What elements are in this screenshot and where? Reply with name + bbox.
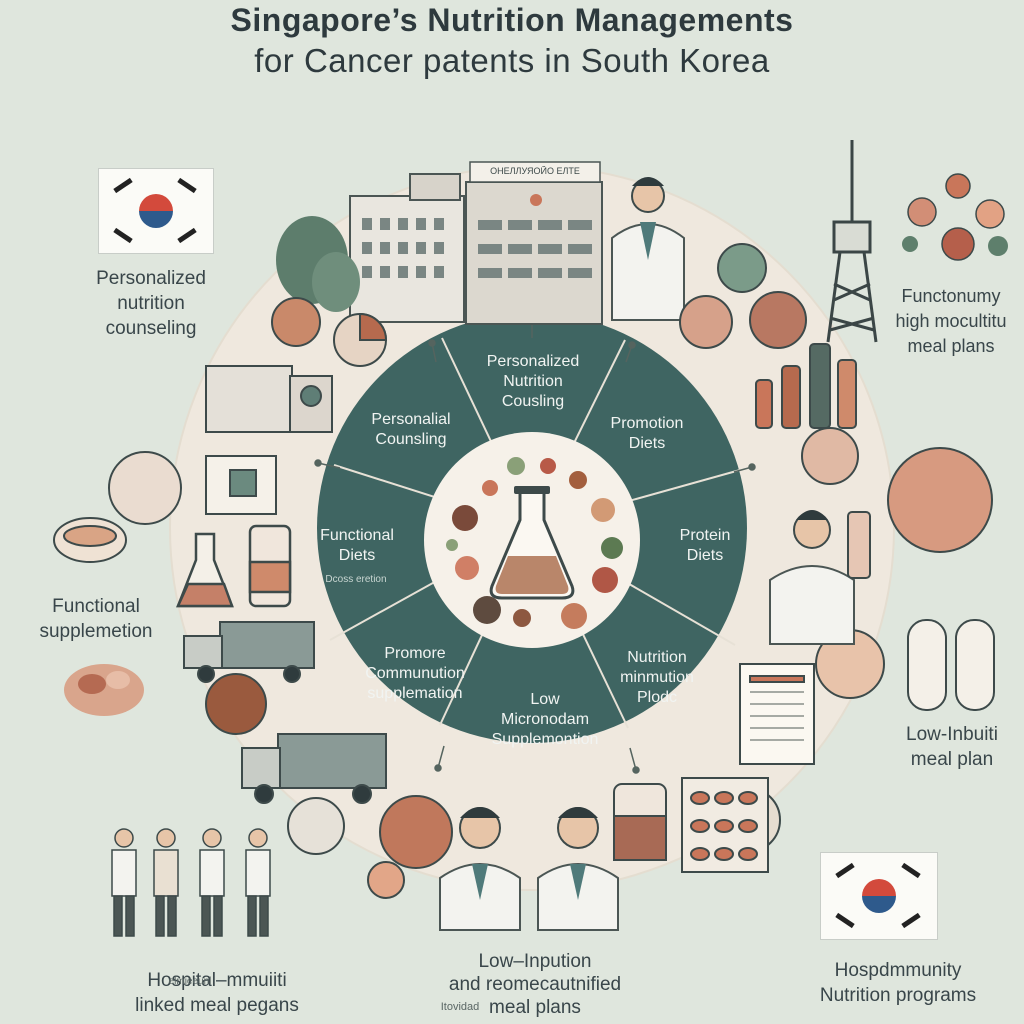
doctor-icon xyxy=(611,177,685,321)
seoul-tower-icon xyxy=(826,140,878,343)
supplement-pack-icon xyxy=(907,619,995,711)
building-sign: ОНЕЛЛУЯОЙО ЕЛТЕ xyxy=(490,166,580,176)
food-ingredients-icon xyxy=(446,457,623,629)
label-low-nutrition-combined-plans: Low–Inpution and reomecautnified meal pl… xyxy=(448,951,622,1018)
segment-protein-diets: Protein Diets xyxy=(679,527,731,564)
soup-bowl-icon xyxy=(108,451,182,525)
label-bottom-center-small: Itovidad xyxy=(440,1001,480,1013)
vitamin-bottle-icon xyxy=(755,343,857,429)
segment-personalial-counseling: Personalial Counsling xyxy=(371,411,451,448)
label-personalized-counseling: Personalized nutrition counseling xyxy=(96,268,206,339)
food-items-icon xyxy=(902,173,1008,261)
label-bottom-left-small: elmieeunl xyxy=(168,976,212,987)
page-title: Singapore’s Nutrition Managements xyxy=(230,2,794,38)
label-community-nutrition-programs: Hospdmmunity Nutrition programs xyxy=(819,960,977,1006)
nutrition-badge-icon xyxy=(679,295,733,349)
segment-promotion-diets: Promotion Diets xyxy=(610,415,684,452)
korea-flag-icon xyxy=(820,852,938,940)
segment-low-micronodam-supplemontion: Low Micronodam Supplemontion xyxy=(491,691,599,748)
mixed-food-icon xyxy=(64,664,144,716)
label-functional-supplementation: Functional supplemetion xyxy=(39,596,153,642)
meal-plan-menu-icon xyxy=(739,663,815,765)
tree-icon xyxy=(276,216,360,312)
food-bowl-icon xyxy=(271,297,321,347)
food-tray-icon xyxy=(613,777,769,873)
lab-equipment-icon xyxy=(205,365,333,515)
label-hospital-linked-meal-plans: Hospital–mmuiiti linked meal pegans xyxy=(135,970,299,1016)
delivery-truck-icon xyxy=(183,621,387,804)
label-functional-meal-plans: Functonumy high mocultitu meal plans xyxy=(895,286,1007,356)
segment-promore-communution-supplemation: Promore Communution supplemation xyxy=(365,645,465,702)
label-low-nutrition-meal-plan: Low-Inbuiti meal plan xyxy=(906,724,998,770)
hospital-staff-icon xyxy=(111,828,271,937)
segment-functional-diets-sub: Dcoss eretion xyxy=(325,574,387,585)
segment-personalized-nutrition-counseling: Personalized Nutrition Cousling xyxy=(486,353,580,410)
hospital-building-icon xyxy=(349,161,603,325)
segment-nutrition-minmution-plodc: Nutrition minmution Plodc xyxy=(620,649,694,706)
page-subtitle: for Cancer patents in South Korea xyxy=(254,42,770,79)
healthcare-team-icon xyxy=(439,807,619,931)
segment-functional-diets: Functional Diets xyxy=(320,527,394,564)
doctor-icon xyxy=(769,510,871,645)
korea-flag-icon xyxy=(98,168,214,254)
beaker-icon xyxy=(176,524,292,608)
flask-icon xyxy=(489,486,575,600)
